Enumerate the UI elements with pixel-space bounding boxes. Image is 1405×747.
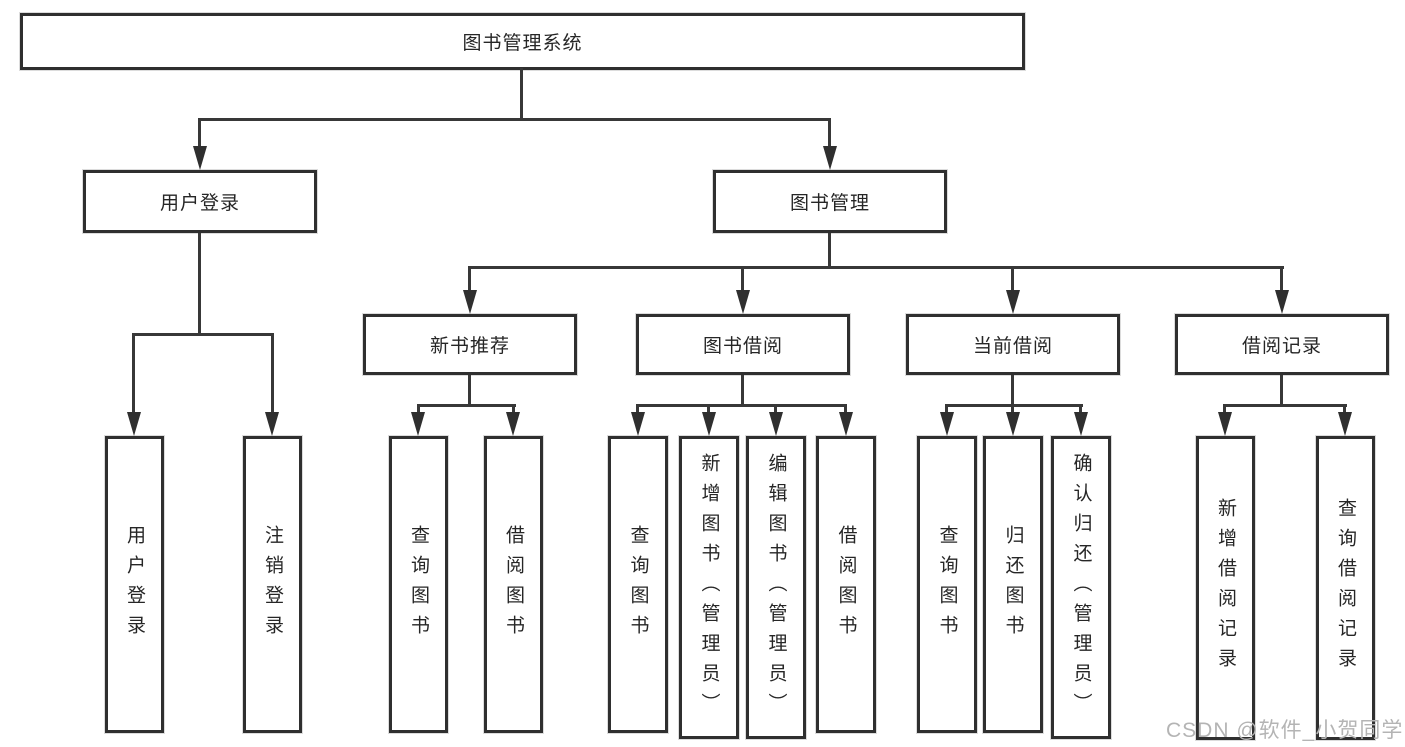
- connector-line: [774, 404, 777, 412]
- arrow-down-icon: [839, 412, 853, 436]
- leaf-label: 借阅图书: [503, 524, 524, 645]
- connector-line: [741, 266, 744, 290]
- connector-line: [828, 118, 831, 146]
- connector-line: [468, 266, 471, 290]
- leaf-label: 查询图书: [408, 524, 429, 645]
- arrow-down-icon: [506, 412, 520, 436]
- arrow-down-icon: [736, 290, 750, 314]
- connector-line: [417, 404, 516, 407]
- leaf-label: 借阅图书: [835, 524, 857, 645]
- connector-line: [1011, 266, 1014, 290]
- connector-line: [844, 404, 847, 412]
- leaf-logout-login: 注销登录: [243, 436, 302, 733]
- leaf-query-books-borrow: 查询图书: [608, 436, 668, 733]
- node-library-system: 图书管理系统: [20, 13, 1025, 70]
- connector-line: [132, 333, 274, 336]
- arrow-down-icon: [769, 412, 783, 436]
- leaf-borrow-books: 借阅图书: [816, 436, 876, 733]
- connector-line: [741, 375, 744, 404]
- connector-line: [520, 68, 523, 118]
- leaf-query-books-current: 查询图书: [917, 436, 977, 733]
- arrow-down-icon: [411, 412, 425, 436]
- leaf-query-borrow-record: 查询借阅记录: [1316, 436, 1375, 740]
- arrow-down-icon: [702, 412, 716, 436]
- leaf-label: 新增图书（管理员）: [698, 452, 720, 723]
- node-label: 图书借阅: [702, 336, 783, 357]
- node-label: 图书管理: [789, 193, 870, 214]
- leaf-add-borrow-record: 新增借阅记录: [1196, 436, 1255, 740]
- node-user-login: 用户登录: [83, 170, 317, 233]
- leaf-label: 确认归还（管理员）: [1070, 452, 1092, 723]
- node-label: 图书管理系统: [462, 33, 583, 54]
- connector-line: [1223, 404, 1347, 407]
- arrow-down-icon: [127, 412, 141, 436]
- connector-line: [707, 404, 710, 412]
- node-label: 新书推荐: [429, 336, 510, 357]
- arrow-down-icon: [1006, 290, 1020, 314]
- connector-line: [198, 118, 831, 121]
- leaf-borrow-books-recommend: 借阅图书: [484, 436, 543, 733]
- arrow-down-icon: [1006, 412, 1020, 436]
- leaf-label: 查询图书: [936, 524, 958, 645]
- connector-line: [417, 404, 420, 412]
- connector-line: [468, 375, 471, 404]
- node-label: 当前借阅: [972, 336, 1053, 357]
- leaf-label: 查询借阅记录: [1335, 498, 1356, 678]
- leaf-return-books: 归还图书: [983, 436, 1043, 733]
- connector-line: [636, 404, 847, 407]
- connector-line: [1280, 375, 1283, 404]
- leaf-label: 归还图书: [1002, 524, 1024, 645]
- connector-line: [198, 233, 201, 333]
- connector-line: [945, 404, 948, 412]
- connector-line: [945, 404, 1083, 407]
- connector-line: [1343, 404, 1346, 412]
- arrow-down-icon: [1275, 290, 1289, 314]
- connector-line: [636, 404, 639, 412]
- connector-line: [1011, 375, 1014, 404]
- arrow-down-icon: [1338, 412, 1352, 436]
- leaf-confirm-return-admin: 确认归还（管理员）: [1051, 436, 1111, 739]
- connector-line: [1223, 404, 1226, 412]
- node-borrowing-records: 借阅记录: [1175, 314, 1389, 375]
- arrow-down-icon: [940, 412, 954, 436]
- node-book-management: 图书管理: [713, 170, 947, 233]
- leaf-label: 编辑图书（管理员）: [765, 452, 787, 723]
- node-label: 借阅记录: [1241, 336, 1322, 357]
- arrow-down-icon: [265, 412, 279, 436]
- connector-line: [468, 266, 1284, 269]
- leaf-edit-books-admin: 编辑图书（管理员）: [746, 436, 806, 739]
- connector-line: [198, 118, 201, 146]
- node-new-book-recommendation: 新书推荐: [363, 314, 577, 375]
- arrow-down-icon: [631, 412, 645, 436]
- leaf-label: 查询图书: [627, 524, 649, 645]
- connector-line: [512, 404, 515, 412]
- connector-line: [1011, 404, 1014, 412]
- connector-line: [1280, 266, 1283, 290]
- leaf-label: 用户登录: [124, 524, 145, 645]
- connector-line: [828, 233, 831, 266]
- connector-line: [271, 333, 274, 412]
- connector-line: [132, 333, 135, 412]
- node-book-borrowing: 图书借阅: [636, 314, 850, 375]
- connector-line: [1079, 404, 1082, 412]
- arrow-down-icon: [193, 146, 207, 170]
- leaf-query-books-recommend: 查询图书: [389, 436, 448, 733]
- leaf-label: 新增借阅记录: [1215, 498, 1236, 678]
- arrow-down-icon: [463, 290, 477, 314]
- arrow-down-icon: [823, 146, 837, 170]
- arrow-down-icon: [1074, 412, 1088, 436]
- node-current-borrowing: 当前借阅: [906, 314, 1120, 375]
- watermark: CSDN @软件_小贺同学: [1166, 719, 1404, 742]
- leaf-user-login: 用户登录: [105, 436, 164, 733]
- arrow-down-icon: [1218, 412, 1232, 436]
- leaf-label: 注销登录: [262, 524, 283, 645]
- leaf-add-books-admin: 新增图书（管理员）: [679, 436, 739, 739]
- node-label: 用户登录: [159, 193, 240, 214]
